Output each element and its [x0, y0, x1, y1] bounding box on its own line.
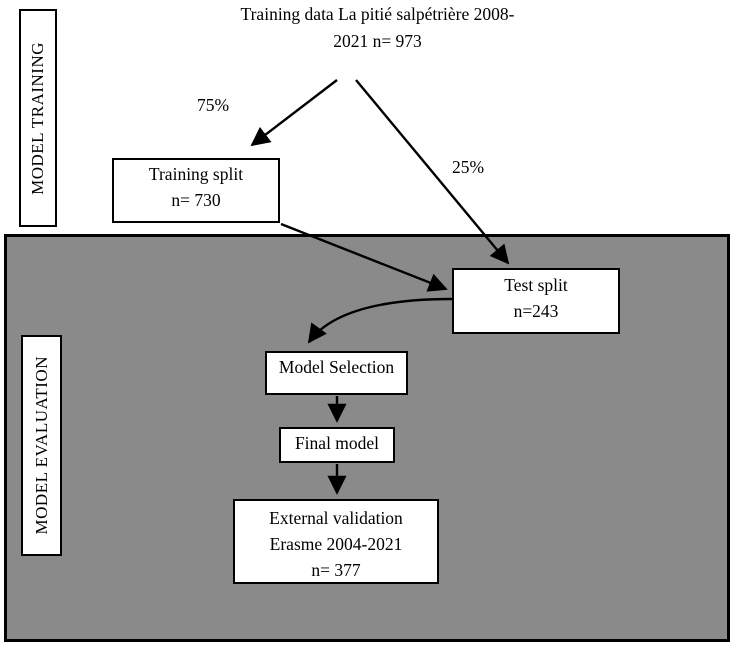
arrow-source-to-training-split	[250, 79, 338, 147]
node-count: n=243	[513, 301, 559, 321]
source-cohort: La pitié salpétrière 2008-2021	[333, 4, 515, 51]
flow-node-model-selection: Model Selection	[265, 351, 408, 395]
test-split-percentage-label: 25%	[452, 157, 485, 177]
node-label: External validation	[269, 508, 403, 528]
source-count: n= 973	[372, 31, 422, 51]
section-model-training-label: MODEL TRAINING	[28, 41, 47, 195]
flow-node-test-split: Test split n=243	[452, 268, 620, 334]
node-cohort: Erasme 2004-2021	[269, 534, 403, 554]
node-count: n= 730	[171, 190, 221, 210]
node-label: Model Selection	[278, 357, 395, 377]
node-label: Final model	[294, 433, 380, 453]
section-model-evaluation-label: MODEL EVALUATION	[31, 356, 51, 535]
section-model-evaluation: MODEL EVALUATION	[21, 335, 62, 556]
node-count: n= 377	[311, 560, 361, 580]
source-node: Training data La pitié salpétrière 2008-…	[240, 1, 515, 55]
training-split-percentage-label: 75%	[197, 95, 230, 115]
flow-node-training-split: Training split n= 730	[112, 158, 280, 223]
node-label: Training split	[148, 164, 244, 184]
flow-node-external-validation: External validation Erasme 2004-2021 n= …	[233, 499, 439, 584]
section-model-training: MODEL TRAINING	[19, 9, 57, 227]
node-label: Test split	[504, 275, 568, 295]
flow-node-final-model: Final model	[279, 427, 395, 463]
source-title: Training data	[240, 4, 334, 24]
